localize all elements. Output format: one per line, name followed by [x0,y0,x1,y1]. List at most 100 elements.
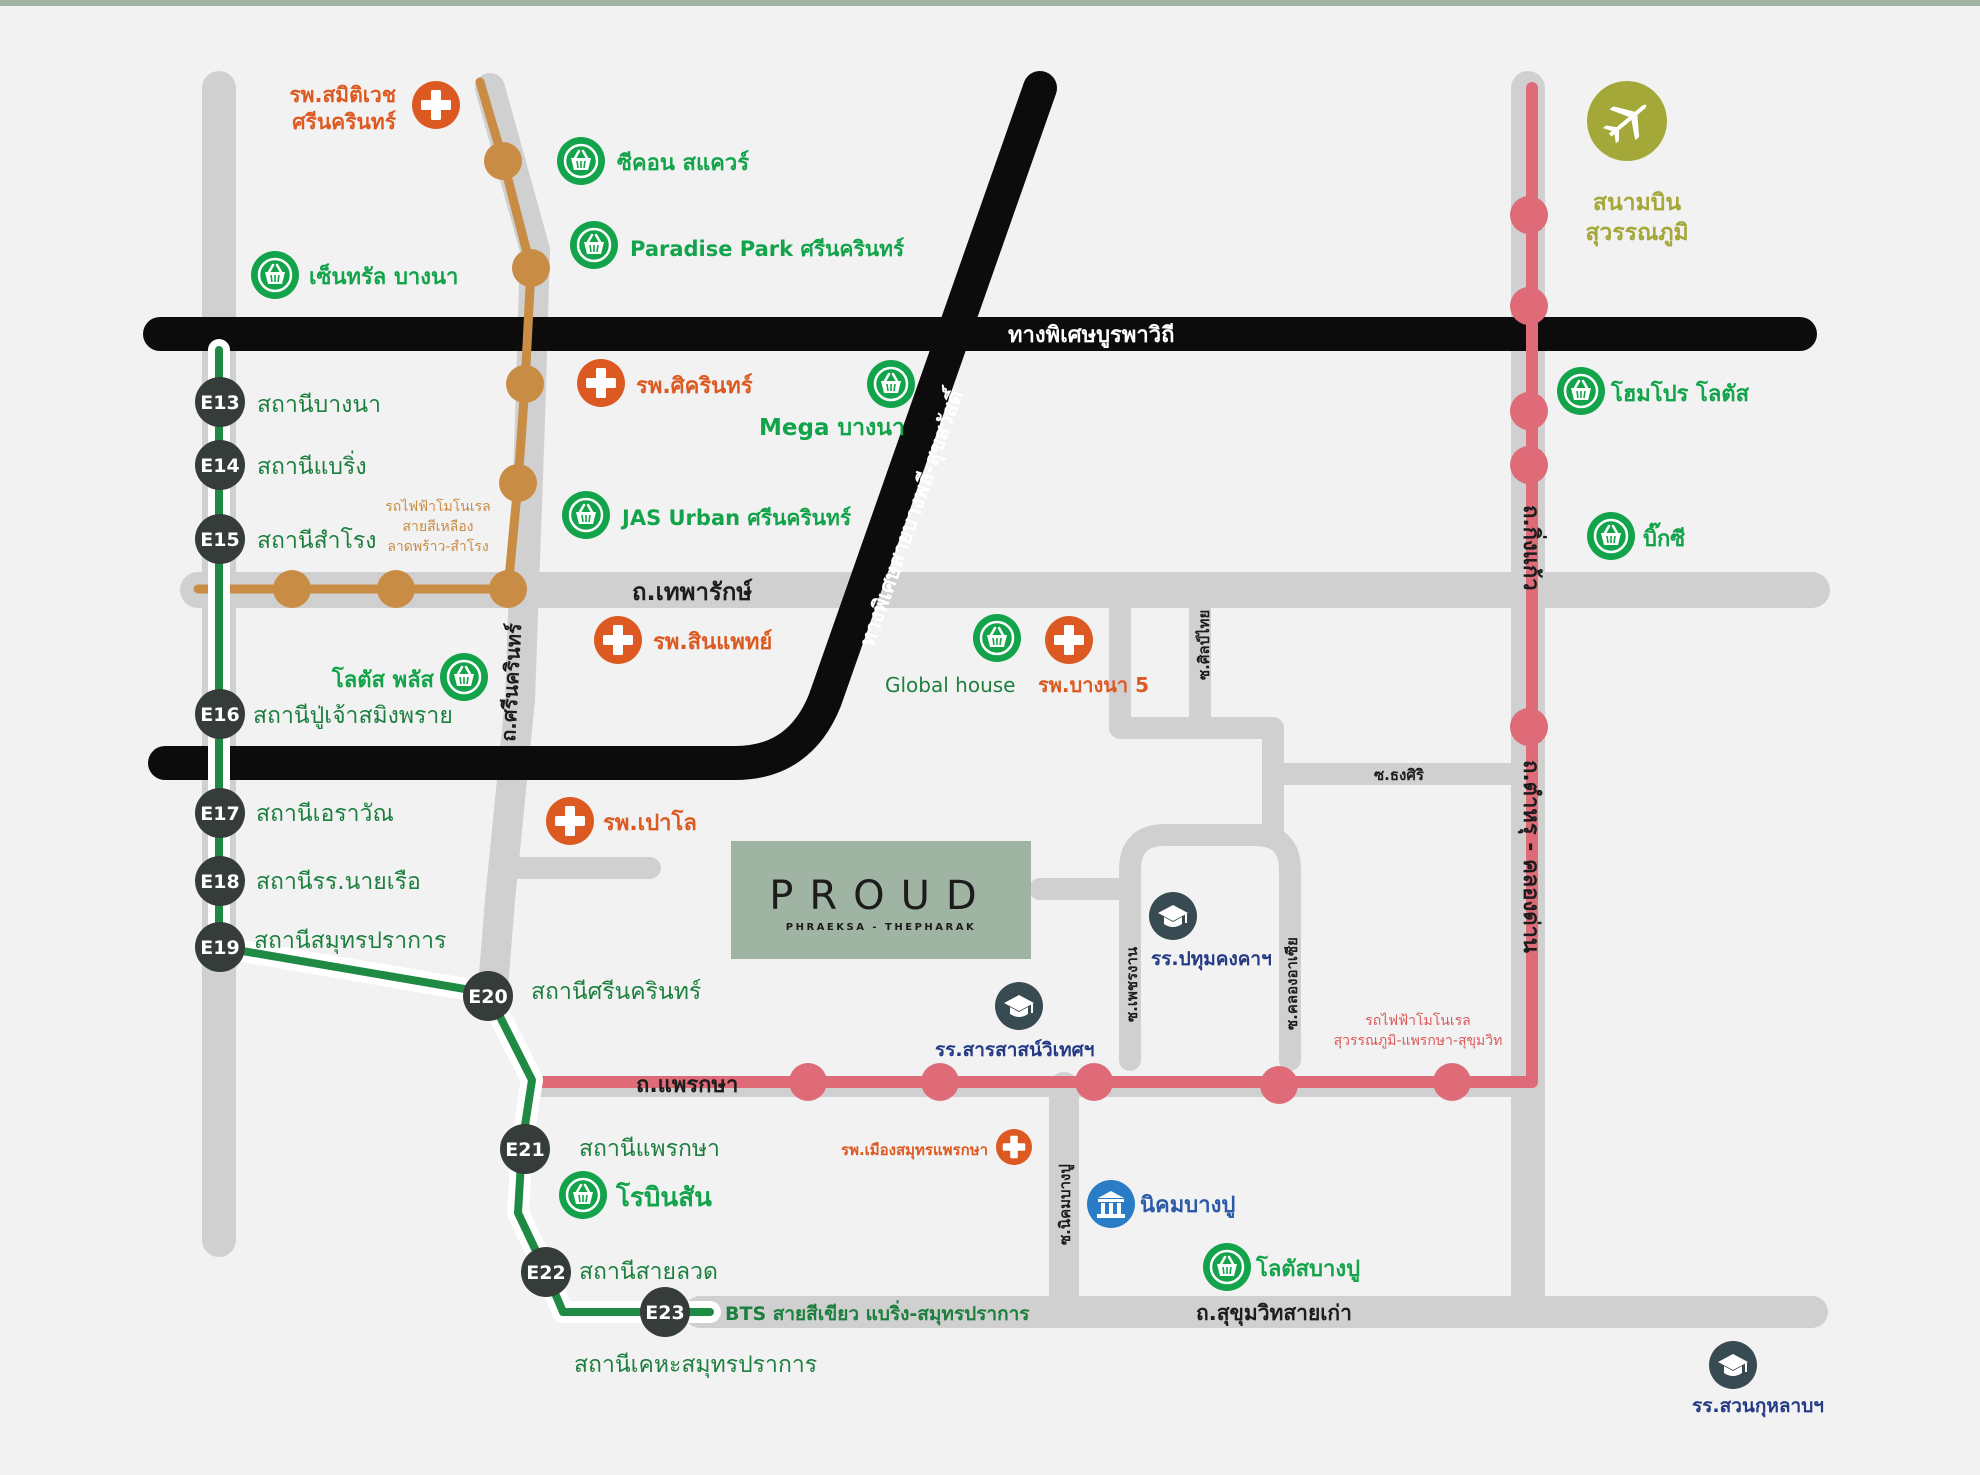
proud-project[interactable]: PROUD PHRAEKSA - THEPHARAK [731,841,1031,959]
svg-text:E22: E22 [526,1262,565,1284]
pink-line-note: รถไฟฟ้าโมโนเรล สุวรรณภูมิ-แพรกษา-สุขุมวิ… [1334,1012,1503,1049]
yellow-station [506,365,544,403]
svg-text:Global house: Global house [885,673,1015,697]
shop-lotus-plus[interactable]: โลตัส พลัส [331,651,490,703]
svg-text:รร.สวนกุหลาบฯ: รร.สวนกุหลาบฯ [1692,1395,1824,1418]
label-soi-thongsiri: ซ.ธงศิริ [1374,766,1425,784]
svg-text:รพ.สินแพทย์: รพ.สินแพทย์ [653,629,772,655]
shop-global-house[interactable]: Global house [885,612,1023,697]
station-e21[interactable]: E21 [500,1124,550,1174]
svg-text:ซีคอน สแควร์: ซีคอน สแควร์ [617,150,749,176]
station-e16[interactable]: E16 [195,689,245,739]
svg-text:โลตัสบางปู: โลตัสบางปู [1255,1255,1360,1283]
svg-text:สนามบิน: สนามบิน [1593,190,1681,216]
svg-text:E13: E13 [200,392,239,414]
station-e14[interactable]: E14 [195,440,245,490]
svg-text:รพ.เปาโล: รพ.เปาโล [603,809,697,836]
hospital-cross-icon [546,797,594,845]
hospital-mueang-praeksa[interactable]: รพ.เมืองสมุทรแพรกษา [841,1129,1032,1165]
station-name-e14: สถานีแบริ่ง [257,450,367,480]
svg-text:สุวรรณภูมิ-แพรกษา-สุขุมวิท: สุวรรณภูมิ-แพรกษา-สุขุมวิท [1334,1033,1503,1049]
label-soi-khlongasia: ซ.คลองอาเซีย [1283,937,1301,1030]
svg-text:ศรีนครินทร์: ศรีนครินทร์ [292,110,396,134]
school-suankularb[interactable]: รร.สวนกุหลาบฯ [1692,1340,1824,1418]
label-tamru: ถ.ตำหรุ - คลองด่าน [1517,760,1543,953]
svg-text:Paradise Park ศรีนครินทร์: Paradise Park ศรีนครินทร์ [630,237,905,261]
station-e18[interactable]: E18 [195,856,245,906]
road-soi-loop [1119,824,1301,1071]
school-pathum[interactable]: รร.ปทุมคงคาฯ [1148,891,1272,971]
airport[interactable]: สนามบิน สุวรรณภูมิ [1585,81,1689,247]
station-e22[interactable]: E22 [521,1247,571,1297]
shopping-basket-icon [1585,510,1637,562]
pink-station [1510,708,1548,746]
pink-station [1510,446,1548,484]
svg-text:E20: E20 [468,986,507,1008]
svg-text:รพ.บางนา 5: รพ.บางนา 5 [1038,673,1149,697]
yellow-line [193,77,550,608]
svg-text:ลาดพร้าว-สำโรง: ลาดพร้าว-สำโรง [387,538,488,555]
hospital-sinphaet[interactable]: รพ.สินแพทย์ [594,616,772,664]
school-sarasas[interactable]: รร.สารสาสน์วิเทศฯ [935,981,1094,1061]
svg-text:โลตัส พลัส: โลตัส พลัส [331,666,435,693]
shop-central[interactable]: เซ็นทรัล บางนา [249,249,458,301]
shop-seacon[interactable]: ซีคอน สแควร์ [555,135,749,187]
svg-text:รพ.ศิครินทร์: รพ.ศิครินทร์ [636,373,753,399]
yellow-station [484,142,522,180]
shopping-basket-icon [568,219,620,271]
station-e15[interactable]: E15 [195,514,245,564]
station-name-e15: สถานีสำโรง [257,527,377,554]
shop-lotus-bangpu[interactable]: โลตัสบางปู [1201,1241,1360,1293]
hospital-cross-icon [1045,616,1093,664]
station-e13[interactable]: E13 [195,377,245,427]
yellow-station [377,570,415,608]
station-e19[interactable]: E19 [195,922,245,972]
pink-station [1260,1066,1298,1104]
station-name-e19: สถานีสมุทรปราการ [254,928,446,954]
station-e20[interactable]: E20 [463,971,513,1021]
graduation-cap-icon [1148,891,1198,941]
label-kingkaew: ถ.กิ่งแก้ว [1518,505,1548,591]
shop-paradise[interactable]: Paradise Park ศรีนครินทร์ [568,219,905,271]
graduation-cap-icon [1708,1340,1758,1390]
industrial-estate[interactable]: นิคมบางปู [1087,1180,1235,1228]
road-soi-sinthai [1109,599,1211,739]
station-badges: E13 E14 E15 E16 E17 E18 E19 E20 E21 E22 … [195,377,690,1337]
svg-text:เซ็นทรัล บางนา: เซ็นทรัล บางนา [309,262,458,290]
shopping-basket-icon [865,358,917,410]
station-e17[interactable]: E17 [195,788,245,838]
shop-jas[interactable]: JAS Urban ศรีนครินทร์ [560,489,852,541]
label-theparak: ถ.เทพารักษ์ [632,578,753,606]
label-soi-phetcharan: ซ.เพชรงาน [1123,946,1141,1022]
pink-station [1433,1063,1471,1101]
svg-text:JAS Urban ศรีนครินทร์: JAS Urban ศรีนครินทร์ [620,506,852,530]
hospital-bangna5[interactable]: รพ.บางนา 5 [1038,616,1149,697]
hospital-samitivej[interactable]: รพ.สมิติเวช ศรีนครินทร์ [289,81,460,134]
station-name-e13: สถานีบางนา [257,392,381,418]
shop-mega[interactable]: Mega บางนา [759,358,917,441]
shop-robinson[interactable]: โรบินสัน [557,1169,712,1221]
hospital-paolo[interactable]: รพ.เปาโล [546,797,697,845]
expressways [143,71,1817,780]
top-band [0,0,1980,6]
shopping-basket-icon [249,249,301,301]
expressway-bangphli [148,71,1057,780]
shop-bigc[interactable]: บิ๊กซี [1585,510,1685,562]
svg-text:E14: E14 [200,455,239,477]
hospital-srinakarin[interactable]: รพ.ศิครินทร์ [577,359,753,407]
label-soi-nikhom: ซ.นิคมบางปู [1056,1164,1075,1245]
svg-text:E15: E15 [200,529,239,551]
station-name-e20: สถานีศรีนครินทร์ [531,978,701,1005]
svg-text:รถไฟฟ้าโมโนเรล: รถไฟฟ้าโมโนเรล [1365,1012,1470,1029]
yellow-station [273,570,311,608]
svg-text:โรบินสัน: โรบินสัน [615,1181,712,1213]
station-e23[interactable]: E23 [640,1287,690,1337]
station-name-e22: สถานีสายลวด [579,1259,718,1285]
pink-station [1510,392,1548,430]
schools: รร.ปทุมคงคาฯ รร.สารสาสน์วิเทศฯ รร.สวนกุห… [935,891,1824,1418]
hospital-cross-icon [594,616,642,664]
station-labels: สถานีบางนา สถานีแบริ่ง สถานีสำโรง สถานีป… [253,392,1030,1378]
bts-line-label: BTS สายสีเขียว แบริ่ง-สมุทรปราการ [725,1300,1030,1326]
shop-homepro[interactable]: โฮมโปร โลตัส [1555,365,1750,417]
